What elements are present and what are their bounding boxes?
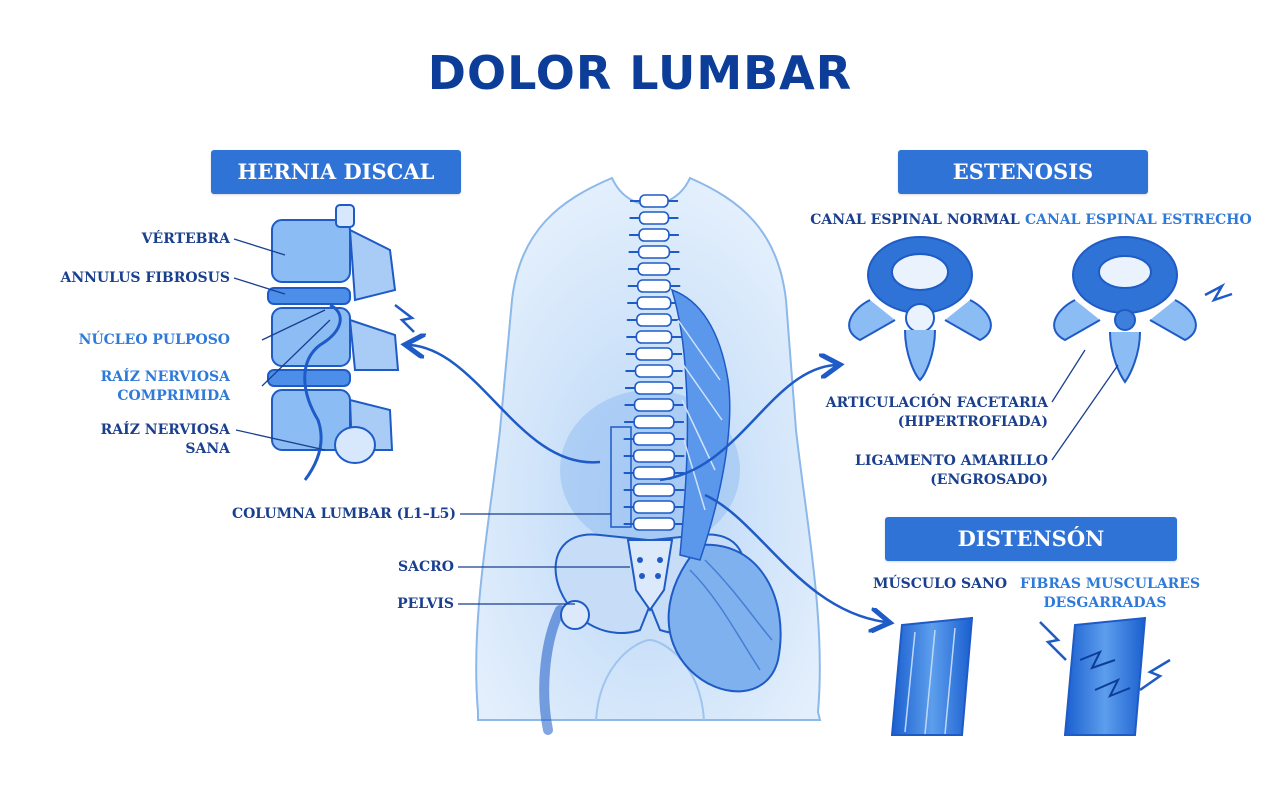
torn-muscle-illustration [1039,616,1171,736]
label-ligamento-1: LIGAMENTO AMARILLO [855,453,1048,469]
vertebra-shape [635,330,673,344]
header-hernia-discal: HERNIA DISCAL [211,150,461,194]
label-raiz-comprimida-2: COMPRIMIDA [117,388,230,404]
vertebra-shape [632,483,676,497]
label-raiz-sana-2: SANA [185,441,230,457]
label-nucleo-pulposo: NÚCLEO PULPOSO [78,332,230,348]
label-annulus-fibrosus: ANNULUS FIBROSUS [60,270,230,286]
normal-canal-illustration [848,236,992,382]
herniated-disc-illustration [267,204,415,481]
vertebra-shape [635,347,673,361]
label-articulacion-1: ARTICULACIÓN FACETARIA [825,395,1048,411]
vertebra-shape [633,415,675,429]
narrow-canal-illustration [1053,236,1233,384]
vertebra-shape [632,449,676,463]
label-columna-lumbar: COLUMNA LUMBAR (L1–L5) [231,506,456,522]
vertebra-shape [637,262,671,276]
label-fibras-2: DESGARRADAS [1043,595,1167,611]
vertebra-shape [638,228,670,242]
vertebra-shape [636,279,672,293]
vertebra-shape [633,398,675,412]
spine [610,194,685,531]
label-canal-estrecho: CANAL ESPINAL ESTRECHO [1025,212,1252,228]
header-distension-muscular: DISTENSÓN MUSCULAR [885,517,1177,595]
vertebra-shape [632,466,676,480]
vertebra-shape [638,211,670,225]
leader-lines [233,238,1119,605]
vertebra-shape [632,500,676,514]
label-musculo-sano: MÚSCULO SANO [872,576,1008,592]
label-articulacion-2: (HIPERTROFIADA) [897,414,1048,430]
vertebra-shape [632,432,676,446]
label-vertebra: VÉRTEBRA [141,231,230,247]
connector-arrows [410,345,885,622]
label-pelvis: PELVIS [397,596,454,612]
glute-muscle [667,543,782,693]
vertebra-shape [634,364,674,378]
vertebra-shape [634,381,674,395]
vertebra-shape [636,296,672,310]
label-canal-normal: CANAL ESPINAL NORMAL [810,212,1020,228]
label-raiz-comprimida-1: RAÍZ NERVIOSA [100,369,230,385]
vertebra-shape [632,517,676,531]
back-muscles [670,288,731,561]
vertebra-shape [637,245,671,259]
label-fibras-1: FIBRAS MUSCULARES [1020,576,1201,592]
vertebra-shape [639,194,669,208]
label-ligamento-2: (ENGROSADO) [930,472,1048,488]
header-estenosis-espinal: ESTENOSIS ESPINAL [898,150,1148,228]
page-title: DOLOR LUMBAR [427,46,853,100]
label-sacro: SACRO [398,559,454,575]
healthy-muscle-illustration [890,616,974,736]
vertebra-shape [636,313,672,327]
label-raiz-sana-1: RAÍZ NERVIOSA [100,422,230,438]
